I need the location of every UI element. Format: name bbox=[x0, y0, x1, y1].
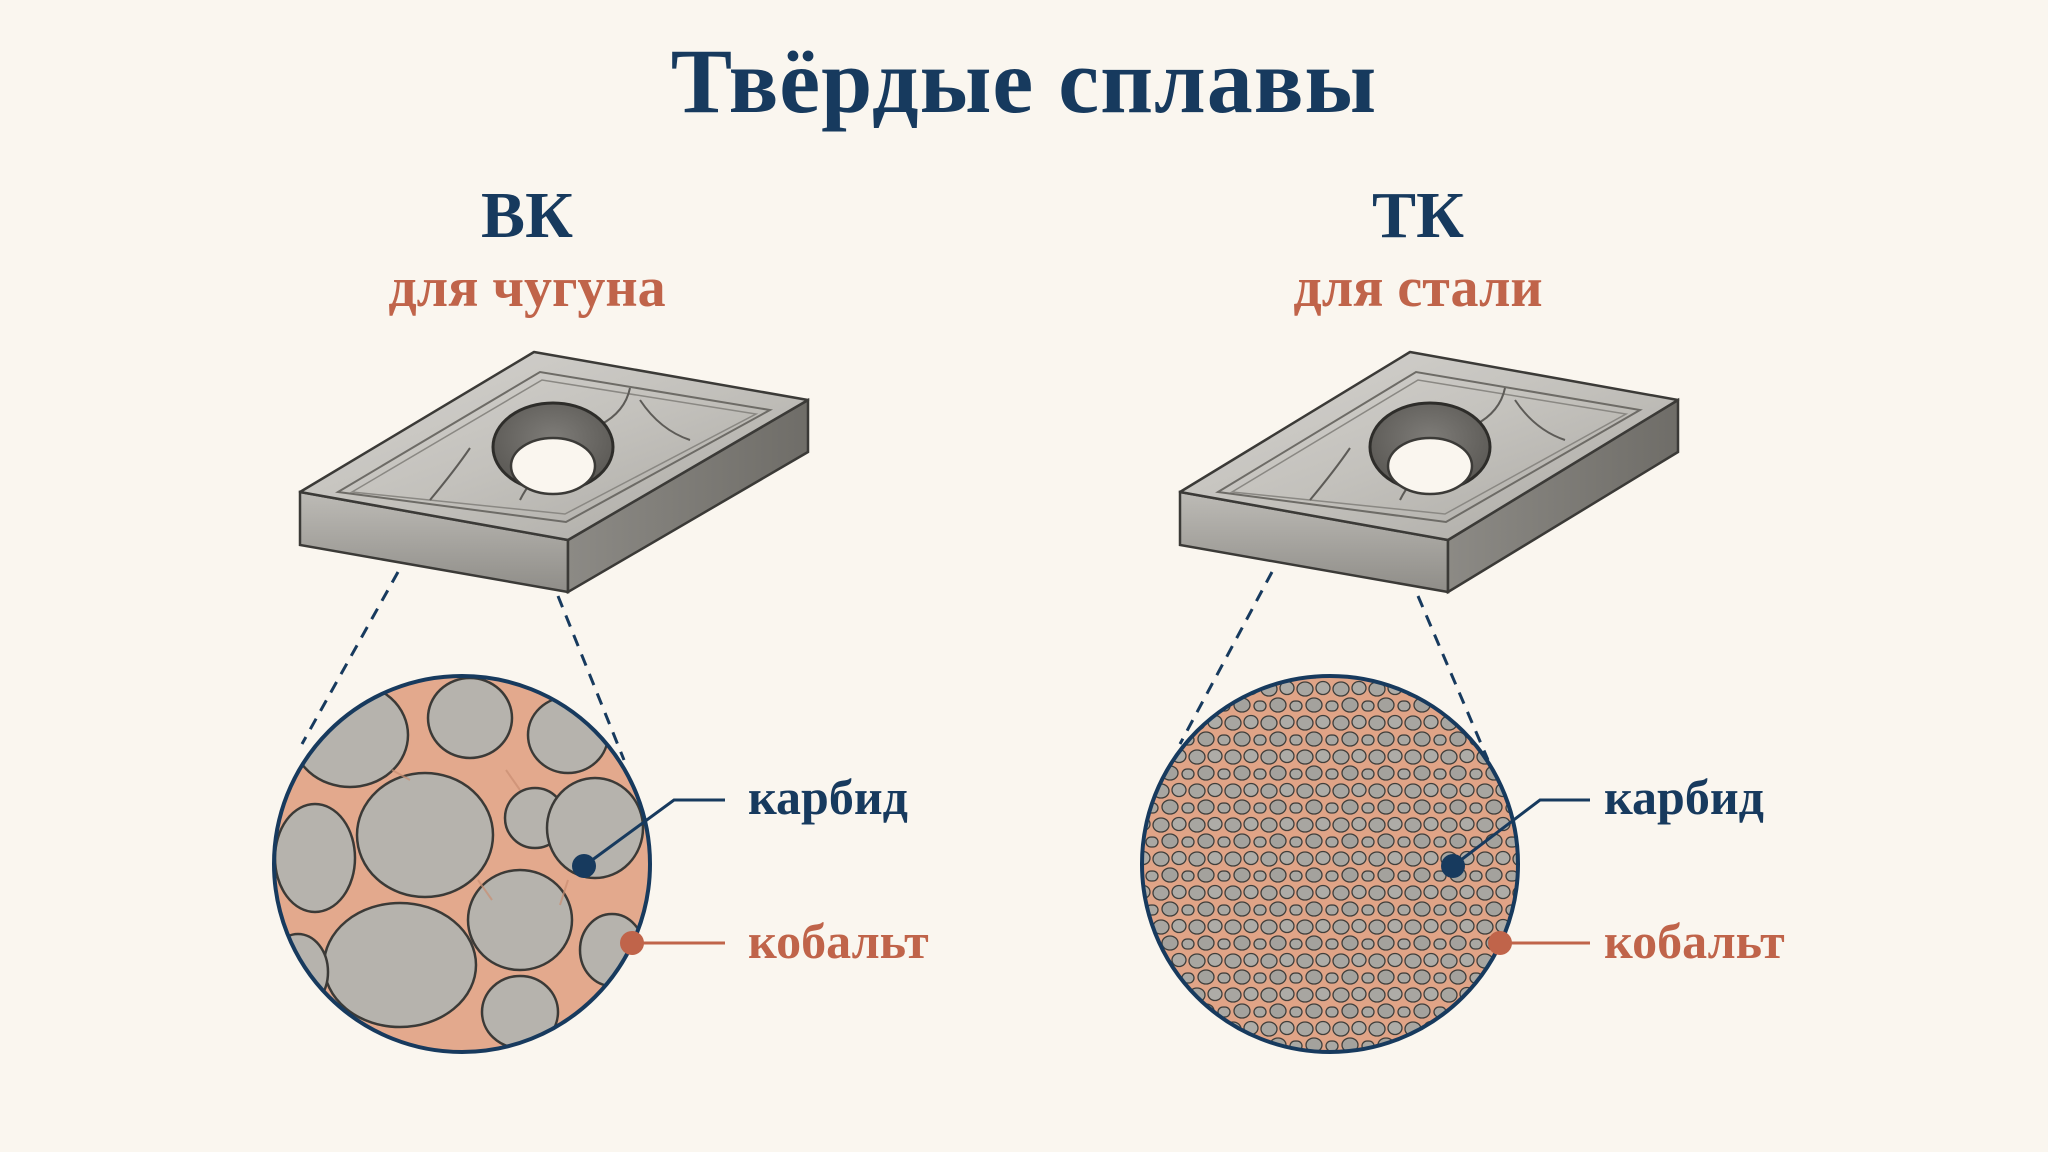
panel-tk-application: для стали bbox=[1293, 257, 1543, 319]
connector-left-a bbox=[300, 571, 400, 745]
carbide-leader-vk bbox=[583, 798, 725, 868]
connector-left-b bbox=[556, 595, 626, 761]
carbide-marker-vk bbox=[572, 854, 596, 878]
page-title: Твёрдые сплавы bbox=[670, 30, 1378, 132]
insert-vk bbox=[298, 350, 810, 595]
cobalt-label-vk: кобальт bbox=[748, 913, 929, 969]
panel-tk-title: ТК bbox=[1372, 179, 1464, 252]
carbide-marker-tk bbox=[1441, 854, 1465, 878]
magnifier-circle-vk bbox=[272, 674, 652, 1054]
carbide-label-vk: карбид bbox=[748, 769, 908, 825]
microstructure-tk bbox=[1142, 676, 1518, 1052]
carbide-leader-tk bbox=[1452, 798, 1590, 868]
cobalt-label-tk: кобальт bbox=[1604, 913, 1785, 969]
connector-right-a bbox=[1178, 571, 1274, 745]
cobalt-marker-vk bbox=[620, 931, 644, 955]
connector-right-b bbox=[1416, 595, 1490, 761]
magnifier-circle-tk bbox=[1140, 674, 1520, 1054]
panel-vk-title: ВК bbox=[481, 179, 573, 252]
insert-tk bbox=[1178, 350, 1680, 595]
cobalt-marker-tk bbox=[1488, 931, 1512, 955]
panel-vk-application: для чугуна bbox=[388, 257, 666, 319]
carbide-label-tk: карбид bbox=[1604, 769, 1764, 825]
microstructure-vk bbox=[274, 676, 650, 1052]
